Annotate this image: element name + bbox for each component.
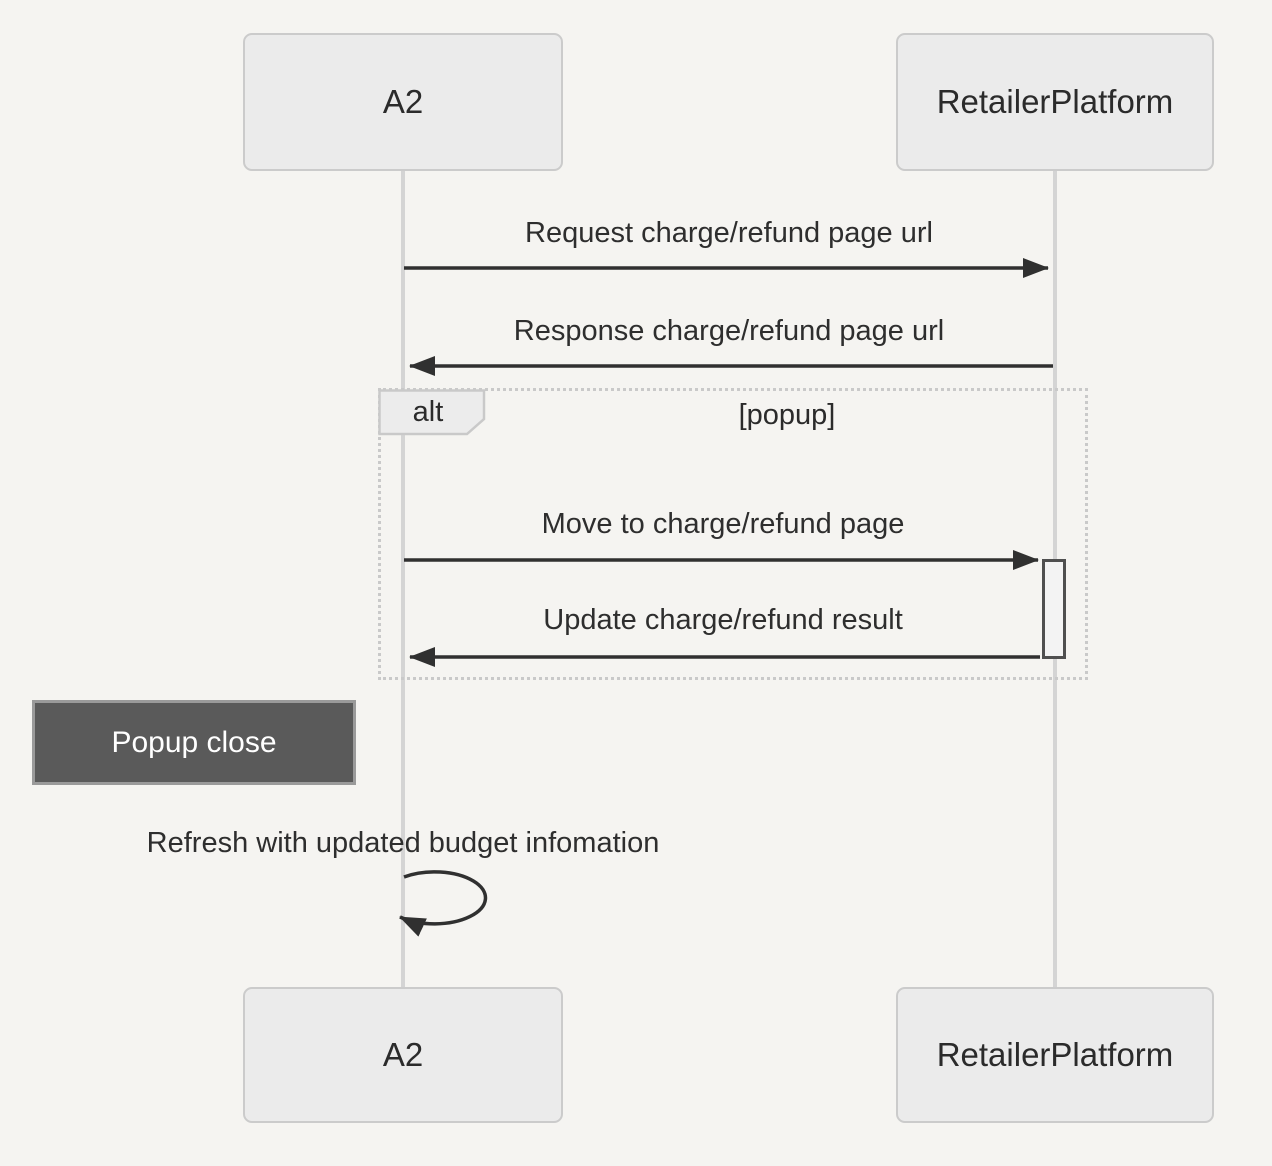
actor-label-retailerplatform: RetailerPlatform xyxy=(936,83,1174,120)
alt-operator-tab xyxy=(378,389,486,436)
message-label-move-to-page: Move to charge/refund page xyxy=(541,508,905,540)
note-popup-close-label: Popup close xyxy=(111,725,277,759)
message-label-refresh-budget: Refresh with updated budget infomation xyxy=(146,827,660,859)
actor-box-retailerplatform-bottom: RetailerPlatform xyxy=(896,987,1214,1123)
actor-label-retailerplatform-bottom: RetailerPlatform xyxy=(936,1036,1174,1073)
alt-guard-label: [popup] xyxy=(738,399,836,431)
actor-label-a2-bottom: A2 xyxy=(382,1036,424,1073)
message-label-request-page-url: Request charge/refund page url xyxy=(525,217,933,249)
actor-box-a2-top: A2 xyxy=(243,33,563,171)
actor-box-retailerplatform-top: RetailerPlatform xyxy=(896,33,1214,171)
self-message-loop-arrow xyxy=(399,870,488,937)
actor-box-a2-bottom: A2 xyxy=(243,987,563,1123)
note-popup-close: Popup close xyxy=(32,700,356,785)
alt-fragment-frame xyxy=(378,388,1088,680)
lifeline-a2 xyxy=(401,171,405,988)
message-label-response-page-url: Response charge/refund page url xyxy=(513,315,945,347)
activation-bar-retailerplatform xyxy=(1042,559,1066,659)
message-label-update-result: Update charge/refund result xyxy=(543,604,903,636)
actor-label-a2: A2 xyxy=(382,83,424,120)
alt-operator-label: alt xyxy=(412,396,444,428)
